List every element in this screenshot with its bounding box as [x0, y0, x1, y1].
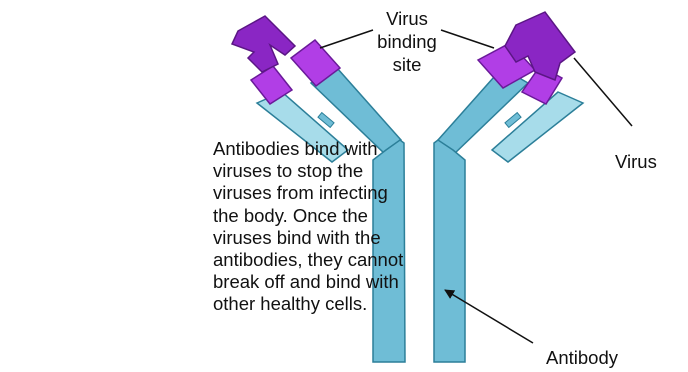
- binding-site-pointer-left: [320, 30, 373, 48]
- caption-text: Antibodies bind with viruses to stop the…: [213, 138, 473, 316]
- virus-pointer-line: [574, 58, 632, 126]
- antibody-right-hinge-link: [505, 113, 521, 128]
- virus-label: Virus: [615, 151, 657, 172]
- caption-line-3: viruses from infecting: [213, 182, 473, 204]
- antibody-label: Antibody: [546, 347, 619, 368]
- virus-left-fragment: [232, 16, 295, 72]
- caption-line-1: Antibodies bind with: [213, 138, 473, 160]
- caption-line-7: break off and bind with: [213, 271, 473, 293]
- caption-line-6: antibodies, they cannot: [213, 249, 473, 271]
- binding-site-label-line-3: site: [393, 54, 422, 75]
- binding-site-label-line-2: binding: [377, 31, 437, 52]
- caption-line-8: other healthy cells.: [213, 293, 473, 315]
- caption-line-5: viruses bind with the: [213, 227, 473, 249]
- binding-site-pointer-right: [441, 30, 494, 48]
- binding-site-label-line-1: Virus: [386, 8, 428, 29]
- caption-line-2: viruses to stop the: [213, 160, 473, 182]
- caption-line-4: the body. Once the: [213, 205, 473, 227]
